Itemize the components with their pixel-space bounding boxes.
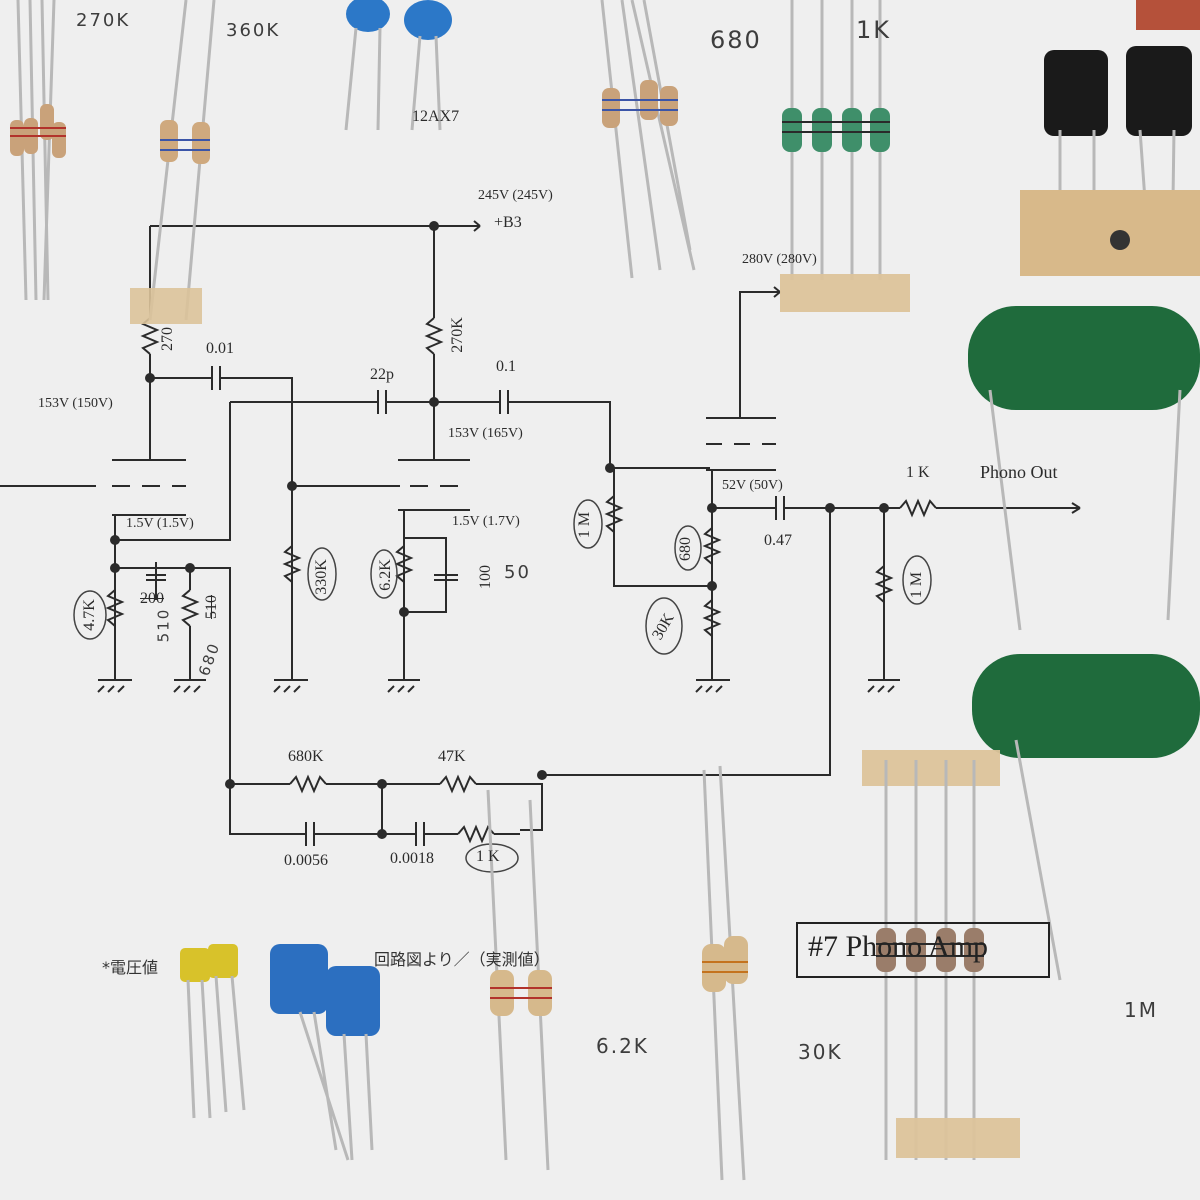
supply-voltage-label: 245V (245V)	[478, 188, 553, 203]
resistor-680-label: 680	[677, 537, 694, 561]
electrolytic-capacitors	[1020, 0, 1200, 276]
output-voltage-label: 52V (50V)	[722, 478, 783, 493]
resistor-1m-out-label: 1 M	[908, 571, 926, 599]
voltage-note: *電圧値	[102, 958, 159, 977]
handwritten-30k: 30K	[798, 1040, 843, 1064]
resistor-270-label: 270	[159, 327, 176, 351]
cap-01-label: 0.1	[496, 358, 516, 375]
feedback-1k-label: 1 K	[476, 848, 500, 865]
resistor-bundle-center	[600, 0, 696, 279]
voltage-note-2: 回路図より／（実測値）	[374, 950, 550, 969]
phono-out-label: Phono Out	[980, 462, 1058, 482]
resistor-62k-label: 6.2K	[376, 559, 394, 591]
schematic-title: #7 Phono Amp	[796, 922, 1050, 978]
supply-node-label: +B3	[494, 214, 522, 231]
feedback-0056-label: 0.0056	[284, 852, 328, 869]
resistor-200-label: 200	[140, 590, 164, 607]
resistor-47k-label: 4.7K	[80, 599, 98, 631]
resistor-1k-out-label: 1 K	[906, 464, 930, 481]
resistor-pair-30k	[702, 765, 748, 1181]
feedback-0018-label: 0.0018	[390, 850, 434, 867]
resistor-bundle-1m	[862, 750, 1020, 1160]
handwritten-6k2: 6.2K	[596, 1034, 649, 1058]
plate1-voltage-label: 153V (150V)	[38, 396, 113, 411]
ceramic-capacitors	[344, 0, 452, 131]
handwritten-360k: 360K	[226, 20, 281, 41]
cap-22p-label: 22p	[370, 366, 394, 383]
cathode2-voltage-label: 1.5V (1.7V)	[452, 514, 520, 529]
resistor-bundle-270k	[10, 0, 66, 301]
handwritten-1m: 1M	[1124, 998, 1158, 1022]
resistor-330k-label: 330K	[312, 559, 330, 595]
tube-label: 12AX7	[412, 108, 460, 125]
cathode1-voltage-label: 1.5V (1.5V)	[126, 516, 194, 531]
resistor-200-handwritten: 510	[154, 607, 173, 643]
resistor-pair-6k2	[486, 789, 552, 1171]
supply2-voltage-label: 280V (280V)	[742, 252, 817, 267]
film-capacitor-bottom	[972, 654, 1200, 981]
film-capacitor-top	[968, 306, 1200, 631]
resistor-1m-label: 1 M	[576, 511, 594, 539]
resistor-510-label: 510	[203, 595, 220, 619]
handwritten-1k: 1K	[856, 16, 892, 44]
resistor-bundle-360k	[130, 0, 216, 324]
feedback-680k-label: 680K	[288, 748, 324, 765]
handwritten-270k: 270K	[76, 10, 131, 31]
resistor-bundle-680-1k	[780, 0, 910, 312]
blue-film-capacitors	[270, 944, 380, 1161]
handwritten-680: 680	[710, 26, 762, 54]
cap-047-label: 0.47	[764, 532, 792, 549]
cap-001-label: 0.01	[206, 340, 234, 357]
cap-100-label: 100	[477, 565, 494, 589]
resistor-270k-label: 270K	[448, 317, 466, 353]
feedback-47k-label: 47K	[438, 748, 466, 765]
plate2-voltage-label: 153V (165V)	[448, 426, 523, 441]
cap-100-handwritten: 50	[504, 562, 531, 583]
yellow-capacitors	[180, 944, 246, 1119]
